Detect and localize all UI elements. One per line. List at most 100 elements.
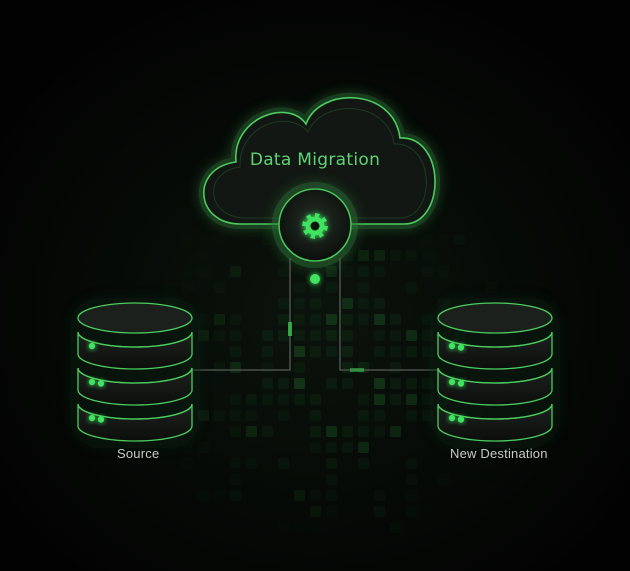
grid-cell: [278, 314, 289, 325]
grid-cell: [278, 522, 289, 533]
grid-cell: [326, 330, 337, 341]
grid-cell: [390, 378, 401, 389]
database-layer-rim: [437, 331, 553, 348]
grid-cell: [358, 266, 369, 277]
grid-cell: [358, 426, 369, 437]
grid-cell: [406, 474, 417, 485]
grid-cell: [342, 378, 353, 389]
grid-cell: [230, 394, 241, 405]
grid-cell: [406, 410, 417, 421]
grid-cell: [326, 346, 337, 357]
grid-cell: [406, 378, 417, 389]
grid-cell: [326, 426, 337, 437]
database-layer-rim: [77, 331, 193, 348]
status-led: [457, 416, 465, 423]
grid-cell: [374, 394, 385, 405]
grid-cell: [278, 266, 289, 277]
grid-cell: [166, 282, 177, 293]
grid-cell: [406, 490, 417, 501]
grid-cell: [342, 266, 353, 277]
grid-cell: [310, 314, 321, 325]
grid-cell: [358, 442, 369, 453]
grid-cell: [374, 250, 385, 261]
grid-cell: [198, 490, 209, 501]
grid-cell: [358, 458, 369, 469]
grid-cell: [294, 282, 305, 293]
grid-cell: [502, 266, 513, 277]
grid-cell: [390, 330, 401, 341]
grid-cell: [438, 234, 449, 245]
grid-cell: [294, 522, 305, 533]
grid-cell: [326, 282, 337, 293]
grid-cell: [198, 330, 209, 341]
grid-cell: [438, 266, 449, 277]
grid-cell: [198, 442, 209, 453]
grid-cell: [230, 346, 241, 357]
status-led: [457, 344, 465, 351]
grid-cell: [230, 330, 241, 341]
grid-cell: [214, 282, 225, 293]
grid-cell: [182, 458, 193, 469]
grid-cell: [486, 282, 497, 293]
grid-cell: [262, 362, 273, 373]
grid-cell: [230, 266, 241, 277]
grid-cell: [406, 346, 417, 357]
grid-cell: [294, 298, 305, 309]
grid-cell: [150, 282, 161, 293]
grid-cell: [278, 394, 289, 405]
grid-cell: [198, 314, 209, 325]
grid-cell: [374, 410, 385, 421]
grid-cell: [406, 330, 417, 341]
grid-cell: [390, 362, 401, 373]
grid-cell: [262, 346, 273, 357]
grid-cell: [374, 330, 385, 341]
grid-cell: [342, 314, 353, 325]
grid-cell: [310, 282, 321, 293]
grid-cell: [406, 506, 417, 517]
grid-cell: [182, 442, 193, 453]
grid-cell: [358, 410, 369, 421]
grid-cell: [342, 330, 353, 341]
grid-cell: [230, 410, 241, 421]
grid-cell: [262, 378, 273, 389]
grid-cell: [278, 410, 289, 421]
grid-cell: [374, 298, 385, 309]
grid-cell: [246, 410, 257, 421]
grid-cell: [374, 378, 385, 389]
grid-cell: [262, 426, 273, 437]
grid-cell: [182, 234, 193, 245]
status-led: [88, 378, 96, 386]
grid-cell: [262, 330, 273, 341]
grid-cell: [214, 314, 225, 325]
grid-cell: [422, 506, 433, 517]
status-led: [448, 342, 456, 350]
grid-cell: [230, 490, 241, 501]
diagram-title: Data Migration: [249, 150, 381, 170]
grid-cell: [358, 394, 369, 405]
database-glow: [430, 298, 560, 448]
cloud-shape: [198, 92, 440, 229]
grid-cell: [310, 394, 321, 405]
status-led: [88, 414, 96, 422]
grid-cell: [198, 266, 209, 277]
grid-cell: [422, 250, 433, 261]
grid-cell: [198, 218, 209, 229]
grid-cell: [310, 298, 321, 309]
flow-indicator-left: [288, 322, 292, 336]
grid-cell: [358, 250, 369, 261]
status-led: [97, 380, 105, 387]
grid-cell: [374, 426, 385, 437]
grid-cell: [326, 266, 337, 277]
grid-cell: [326, 474, 337, 485]
source-database-icon: [70, 298, 200, 448]
grid-cell: [310, 330, 321, 341]
grid-cell: [310, 426, 321, 437]
grid-cell: [262, 394, 273, 405]
grid-cell: [342, 426, 353, 437]
grid-cell: [246, 394, 257, 405]
grid-cell: [294, 394, 305, 405]
grid-cell: [406, 458, 417, 469]
grid-cell: [214, 234, 225, 245]
